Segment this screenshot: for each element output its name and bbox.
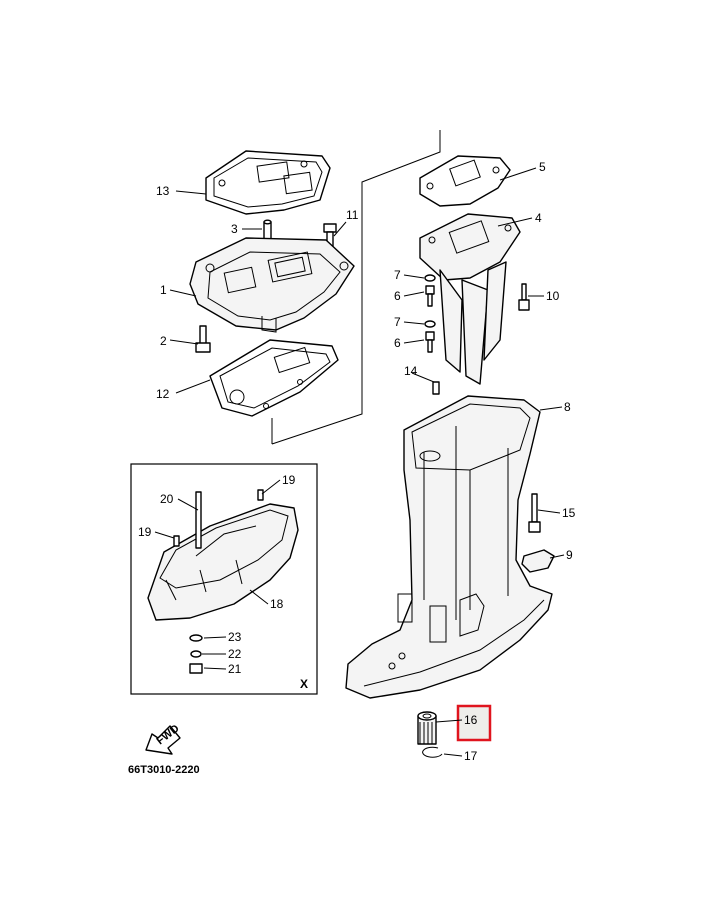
bolt-10 (518, 283, 530, 311)
fwd-arrow-icon: FWD (145, 722, 182, 755)
leader-lines (154, 167, 565, 757)
callout-13: 13 (156, 184, 170, 198)
callout-3: 3 (231, 222, 238, 236)
bolt-15 (528, 493, 541, 533)
callout-6a: 6 (394, 289, 401, 303)
callout-2: 2 (160, 334, 167, 348)
callout-21: 21 (228, 662, 242, 676)
callout-22: 22 (228, 647, 242, 661)
callout-6b: 6 (394, 336, 401, 350)
callout-labels: 13 3 11 1 2 12 5 4 7 6 10 7 6 14 8 15 9 … (138, 160, 576, 763)
inset-mark: X (300, 677, 308, 691)
callout-10: 10 (546, 289, 560, 303)
bolt-6b (425, 331, 435, 353)
washer-7b (424, 320, 436, 328)
assembly-bracket (271, 130, 441, 445)
diagram-code: 66T3010-2220 (128, 764, 200, 776)
bushing-16 (417, 711, 437, 745)
callout-5: 5 (539, 160, 546, 174)
nut-21 (189, 663, 203, 674)
callout-1: 1 (160, 283, 167, 297)
stud-20 (195, 491, 202, 549)
callout-16: 16 (464, 713, 478, 727)
dowel-19a (257, 489, 264, 501)
washer-7a (424, 274, 436, 282)
callout-19b: 19 (138, 525, 152, 539)
dowel-pin-14 (432, 381, 440, 395)
exhaust-guide-1 (189, 237, 355, 333)
bolt-6a (425, 285, 435, 307)
plug-9 (521, 549, 555, 573)
callout-15: 15 (562, 506, 576, 520)
callout-23: 23 (228, 630, 242, 644)
callout-11: 11 (346, 208, 359, 222)
callout-7a: 7 (394, 268, 401, 282)
dowel-19b (173, 535, 180, 547)
callout-20: 20 (160, 492, 174, 506)
callout-7b: 7 (394, 315, 401, 329)
washer-23 (189, 634, 203, 642)
lockwasher-22 (190, 650, 202, 658)
gasket-13 (205, 150, 331, 215)
exhaust-manifold-4 (419, 213, 521, 385)
circlip-17 (422, 746, 443, 758)
callout-18: 18 (270, 597, 284, 611)
callout-14: 14 (404, 364, 418, 378)
callout-4: 4 (535, 211, 542, 225)
gasket-12 (209, 339, 339, 417)
bolt-2 (195, 325, 211, 353)
upper-casing-8 (345, 395, 553, 699)
callout-12: 12 (156, 387, 170, 401)
callout-8: 8 (564, 400, 571, 414)
inset-frame (130, 463, 318, 695)
callout-9: 9 (566, 548, 573, 562)
callout-17: 17 (464, 749, 478, 763)
highlight-box-16[interactable] (456, 704, 492, 742)
lower-cover-18 (147, 503, 299, 621)
gasket-5 (419, 155, 511, 207)
callout-19a: 19 (282, 473, 296, 487)
